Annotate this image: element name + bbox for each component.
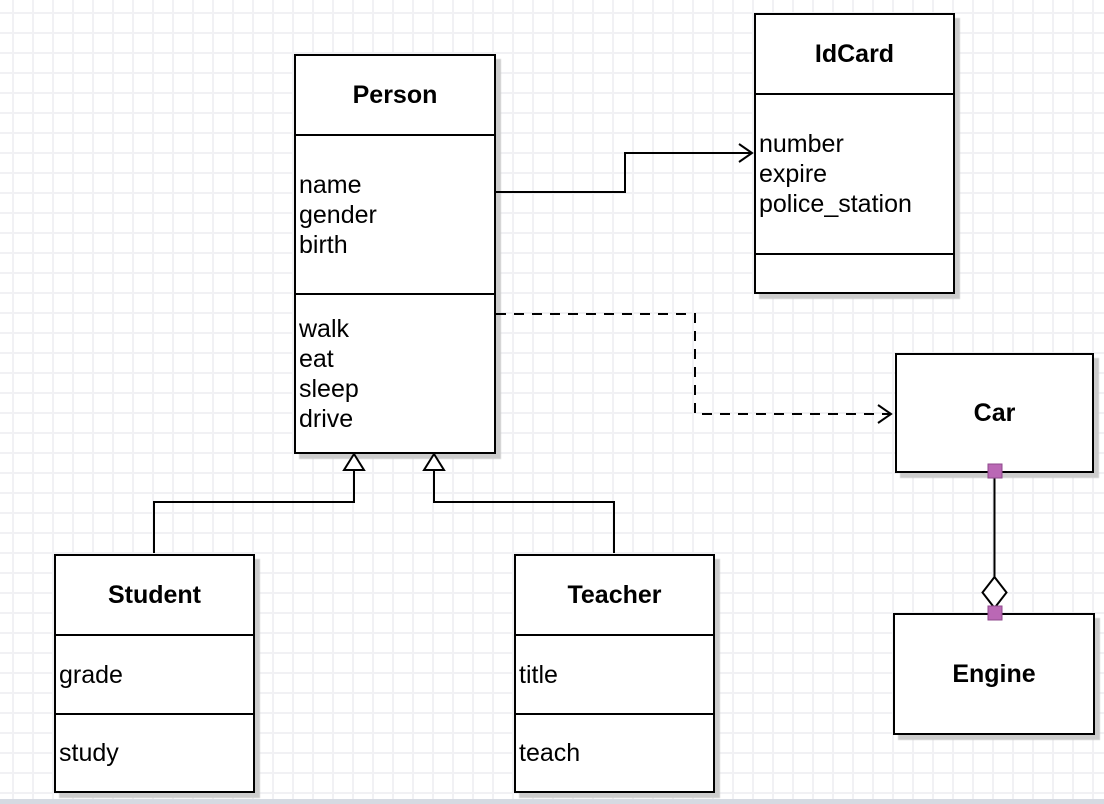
attribute-row: number (759, 130, 844, 158)
method-row: drive (299, 404, 354, 433)
person-attributes-compartment: name gender birth (296, 134, 494, 293)
generalization-student-person[interactable] (153, 452, 366, 553)
aggregation-car-engine[interactable] (981, 463, 1008, 621)
aggregation-diamond-icon (981, 575, 1008, 610)
canvas-bottom-edge (0, 799, 1104, 804)
person-methods-compartment: walk eat sleep drive (296, 293, 494, 452)
attribute-row: birth (299, 230, 348, 259)
class-box-car[interactable]: Car (895, 353, 1094, 473)
attribute-row: gender (299, 200, 377, 229)
attribute-row: expire (759, 160, 828, 188)
teacher-methods-compartment: teach (516, 713, 713, 791)
class-box-teacher[interactable]: Teacher title teach (514, 554, 715, 793)
dependency-person-car[interactable] (496, 313, 893, 424)
generalization-triangle-icon (342, 452, 366, 471)
open-arrowhead-icon (738, 143, 754, 163)
class-title-teacher: Teacher (567, 580, 662, 609)
class-box-person[interactable]: Person name gender birth walk eat sleep … (294, 54, 496, 454)
class-title-person: Person (352, 80, 438, 109)
class-box-engine[interactable]: Engine (893, 613, 1095, 735)
open-arrowhead-icon (877, 404, 893, 424)
method-row: eat (299, 344, 334, 373)
teacher-attributes-compartment: title (516, 634, 713, 713)
idcard-attributes-compartment: number expire police_station (756, 93, 953, 253)
method-row: walk (299, 314, 350, 343)
attribute-row: title (519, 660, 558, 689)
method-row: teach (519, 739, 581, 767)
student-methods-compartment: study (56, 713, 253, 791)
idcard-methods-compartment-empty (756, 253, 953, 292)
attribute-row: police_station (759, 190, 912, 218)
class-box-student[interactable]: Student grade study (54, 554, 255, 793)
association-person-idcard[interactable] (496, 143, 754, 193)
attribute-row: grade (59, 660, 123, 689)
class-title-car: Car (973, 398, 1016, 427)
class-title-engine: Engine (952, 659, 1036, 688)
class-box-idcard[interactable]: IdCard number expire police_station (754, 13, 955, 294)
generalization-teacher-person[interactable] (422, 452, 615, 553)
class-title-idcard: IdCard (814, 39, 895, 68)
student-attributes-compartment: grade (56, 634, 253, 713)
method-row: study (59, 739, 119, 767)
class-title-student: Student (107, 580, 202, 609)
generalization-triangle-icon (422, 452, 446, 471)
method-row: sleep (299, 374, 359, 403)
attribute-row: name (299, 170, 362, 199)
